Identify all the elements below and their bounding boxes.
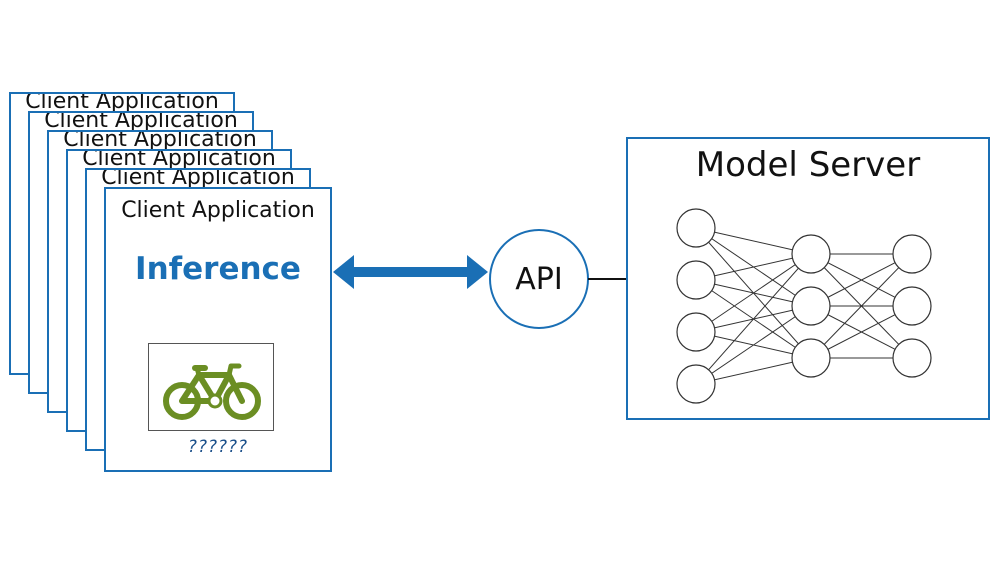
bicycle-icon bbox=[163, 363, 261, 420]
client-application-title: Client Application bbox=[44, 113, 238, 133]
network-node-layer-1 bbox=[676, 260, 716, 300]
network-node-layer-3 bbox=[892, 286, 932, 326]
network-edge bbox=[695, 357, 812, 385]
network-edge bbox=[695, 305, 812, 385]
network-node-layer-3 bbox=[892, 234, 932, 274]
client-application-title: Client Application bbox=[25, 94, 219, 114]
network-node-layer-2 bbox=[791, 338, 831, 378]
model-server-box: Model Server bbox=[626, 137, 990, 420]
network-node-layer-1 bbox=[676, 312, 716, 352]
client-application-card-front: Client Application Inference ?????? bbox=[104, 187, 332, 472]
network-nodes bbox=[676, 208, 932, 404]
input-image bbox=[148, 343, 274, 431]
network-node-layer-3 bbox=[892, 338, 932, 378]
network-node-layer-2 bbox=[791, 234, 831, 274]
api-label: API bbox=[515, 262, 563, 297]
network-edge bbox=[695, 253, 812, 333]
network-node-layer-1 bbox=[676, 364, 716, 404]
client-application-title: Client Application bbox=[63, 132, 257, 152]
client-application-title: Client Application bbox=[82, 151, 276, 171]
network-node-layer-1 bbox=[676, 208, 716, 248]
prediction-unknown: ?????? bbox=[187, 437, 249, 457]
network-edge bbox=[810, 253, 913, 359]
inference-label: Inference bbox=[135, 251, 301, 287]
model-server-title: Model Server bbox=[695, 145, 921, 185]
client-application-title: Client Application bbox=[121, 198, 315, 223]
bidirectional-arrow bbox=[333, 255, 488, 289]
client-application-title: Client Application bbox=[101, 170, 295, 190]
network-node-layer-2 bbox=[791, 286, 831, 326]
network-edge bbox=[695, 227, 812, 255]
network-edge bbox=[695, 253, 812, 281]
network-edge bbox=[695, 253, 812, 385]
